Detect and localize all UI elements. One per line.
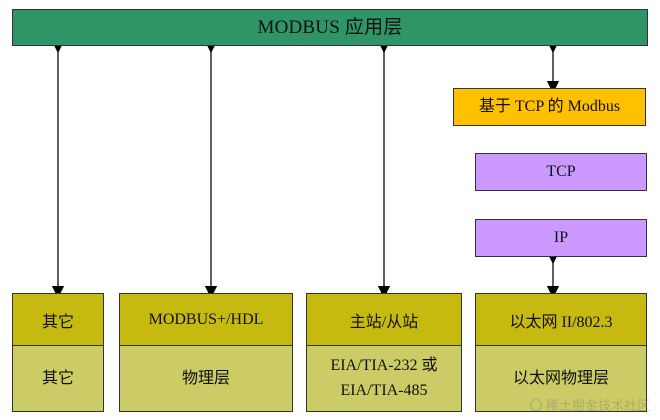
modbus-plus-hdl-cell: MODBUS+/HDL (120, 294, 292, 346)
master-slave-column: 主站/从站 EIA/TIA-232 或 EIA/TIA-485 (306, 293, 462, 412)
modbus-over-tcp-box: 基于 TCP 的 Modbus (453, 88, 646, 126)
ethernet-ii-802-3-cell: 以太网 II/802.3 (476, 294, 646, 346)
ethernet-column: 以太网 II/802.3 以太网物理层 (475, 293, 647, 412)
ethernet-physical-layer-cell: 以太网物理层 (476, 346, 646, 411)
other-upper-cell: 其它 (13, 294, 103, 346)
other-lower-cell: 其它 (13, 346, 103, 411)
modbus-plus-column: MODBUS+/HDL 物理层 (119, 293, 293, 412)
watermark-icon (529, 399, 542, 411)
other-protocol-column: 其它 其它 (12, 293, 104, 412)
master-slave-cell: 主站/从站 (307, 294, 461, 346)
serial-standard-cell: EIA/TIA-232 或 EIA/TIA-485 (307, 346, 461, 411)
physical-layer-cell: 物理层 (120, 346, 292, 411)
watermark-text: 稀土掘金技术社区 (545, 399, 650, 414)
watermark: 稀土掘金技术社区 (529, 395, 650, 414)
ip-layer-box: IP (475, 219, 647, 257)
modbus-application-layer: MODBUS 应用层 (12, 9, 648, 46)
tcp-layer-box: TCP (475, 153, 647, 191)
